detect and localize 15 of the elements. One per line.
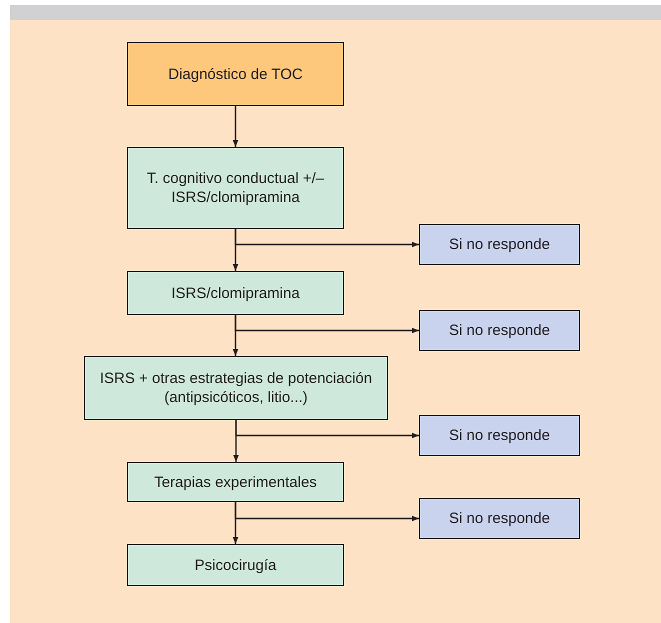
process-box: Psicocirugía	[127, 544, 344, 586]
process-box: ISRS + otras estrategias de potenciación (antipsicóticos, litio...)	[84, 356, 388, 420]
outcome-box: Si no responde	[419, 415, 580, 456]
outcome-box: Si no responde	[419, 498, 580, 539]
arrow	[232, 106, 238, 147]
process-box: ISRS/clomipramina	[127, 271, 344, 315]
start-box: Diagnóstico de TOC	[127, 42, 344, 106]
outcome-box: Si no responde	[419, 310, 580, 351]
outcome-box: Si no responde	[419, 224, 580, 265]
arrow	[234, 229, 419, 248]
arrow	[234, 502, 419, 522]
arrow	[234, 315, 419, 334]
process-box: Terapias experimentales	[127, 462, 344, 502]
arrow	[235, 420, 419, 438]
process-box: T. cognitivo conductual +/– ISRS/clomipramina	[127, 147, 344, 229]
